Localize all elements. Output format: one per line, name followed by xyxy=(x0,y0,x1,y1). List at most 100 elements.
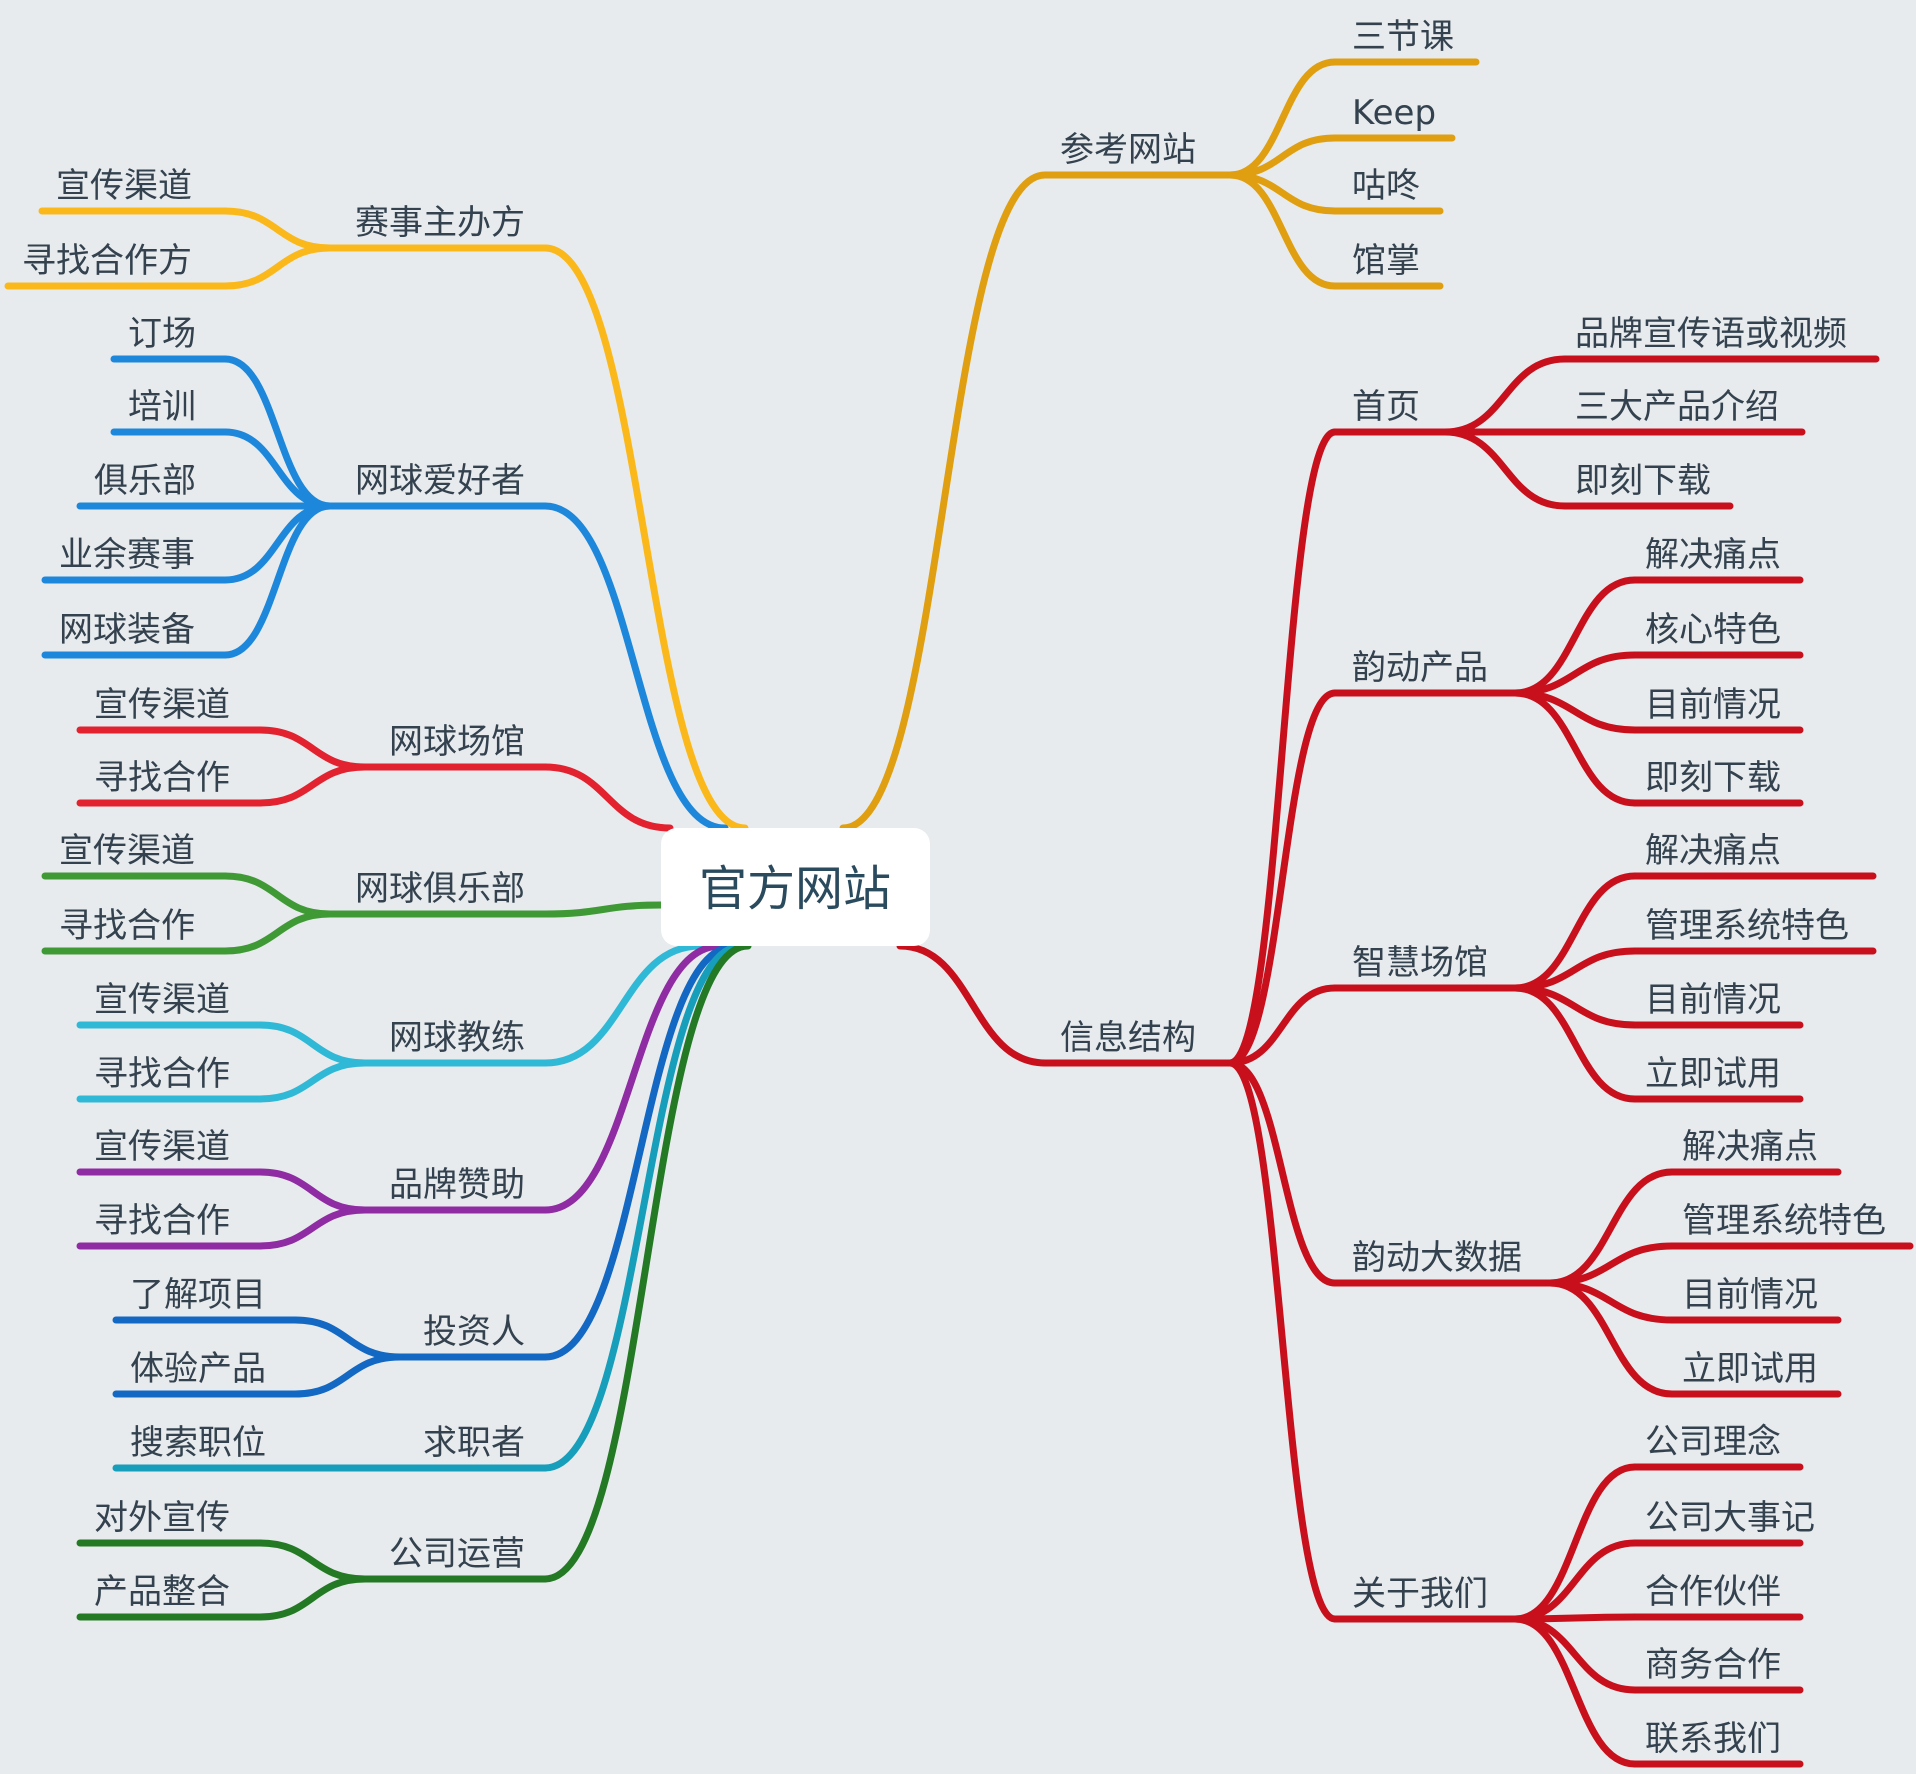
leaf-edge-left-4-0 xyxy=(256,1021,369,1067)
leaf-left-1-0[interactable]: 订场 xyxy=(128,314,196,354)
leaf-info-1-1[interactable]: 核心特色 xyxy=(1645,610,1781,650)
leaf-info-4-2[interactable]: 合作伙伴 xyxy=(1645,1572,1781,1612)
leaf-reference-3[interactable]: 馆掌 xyxy=(1352,241,1420,281)
branch-edge-left-4 xyxy=(541,942,704,1067)
leaf-left-5-0[interactable]: 宣传渠道 xyxy=(94,1127,230,1167)
leaf-left-1-4[interactable]: 网球装备 xyxy=(59,610,195,650)
leaf-edge-info-4-4 xyxy=(1511,1615,1639,1768)
branch-edge-left-5 xyxy=(541,942,724,1214)
branch-edge-left-2 xyxy=(541,763,674,832)
branch-left-7[interactable]: 求职者 xyxy=(423,1423,525,1463)
leaf-info-0-0[interactable]: 品牌宣传语或视频 xyxy=(1575,314,1847,354)
branch-left-8[interactable]: 公司运营 xyxy=(389,1534,525,1574)
branch-left-0[interactable]: 赛事主办方 xyxy=(355,203,525,243)
leaf-info-3-2[interactable]: 目前情况 xyxy=(1682,1275,1818,1315)
leaf-edge-info-3-3 xyxy=(1546,1279,1676,1398)
leaf-edge-left-3-0 xyxy=(221,872,334,918)
leaf-info-1-3[interactable]: 即刻下载 xyxy=(1645,758,1781,798)
leaf-left-4-1[interactable]: 寻找合作 xyxy=(94,1054,230,1094)
sub-edge-info-1 xyxy=(1226,689,1339,1067)
leaf-info-3-3[interactable]: 立即试用 xyxy=(1682,1349,1818,1389)
leaf-info-0-2[interactable]: 即刻下载 xyxy=(1575,461,1711,501)
leaf-edge-info-2-3 xyxy=(1511,984,1639,1103)
leaf-edge-info-1-3 xyxy=(1511,689,1639,807)
leaf-info-3-0[interactable]: 解决痛点 xyxy=(1682,1127,1818,1167)
sub-node-info-0[interactable]: 首页 xyxy=(1352,387,1420,427)
branch-edge-left-6 xyxy=(541,942,739,1361)
leaf-edge-left-6-1 xyxy=(291,1353,404,1398)
leaf-edge-left-0-1 xyxy=(221,244,334,290)
leaf-reference-1[interactable]: Keep xyxy=(1352,93,1436,133)
root-node[interactable]: 官方网站 xyxy=(661,828,930,946)
leaf-left-5-1[interactable]: 寻找合作 xyxy=(94,1201,230,1241)
branch-edge-left-7 xyxy=(541,942,746,1472)
branch-edge-left-3 xyxy=(541,901,665,918)
leaf-left-8-1[interactable]: 产品整合 xyxy=(94,1572,230,1612)
leaf-left-1-3[interactable]: 业余赛事 xyxy=(59,535,195,575)
branch-left-2[interactable]: 网球场馆 xyxy=(389,722,525,762)
leaf-left-1-2[interactable]: 俱乐部 xyxy=(94,461,196,501)
leaf-edge-reference-3 xyxy=(1226,171,1339,290)
leaf-left-3-0[interactable]: 宣传渠道 xyxy=(59,831,195,871)
branch-left-3[interactable]: 网球俱乐部 xyxy=(355,869,525,909)
sub-edge-info-2 xyxy=(1226,984,1339,1067)
branch-reference-sites[interactable]: 参考网站 xyxy=(1060,130,1196,170)
leaf-left-8-0[interactable]: 对外宣传 xyxy=(94,1498,230,1538)
branch-edge-left-8 xyxy=(541,942,752,1583)
leaf-edge-left-4-1 xyxy=(256,1059,369,1103)
leaf-info-0-1[interactable]: 三大产品介绍 xyxy=(1575,387,1779,427)
sub-edge-info-4 xyxy=(1226,1059,1339,1623)
leaf-left-3-1[interactable]: 寻找合作 xyxy=(59,906,195,946)
branch-edge-left-1 xyxy=(541,502,729,832)
leaf-left-4-0[interactable]: 宣传渠道 xyxy=(94,980,230,1020)
leaf-edge-left-0-0 xyxy=(221,207,334,252)
leaf-edge-info-0-2 xyxy=(1441,428,1569,510)
branch-edge-reference xyxy=(839,171,1049,832)
sub-node-info-4[interactable]: 关于我们 xyxy=(1352,1574,1488,1614)
branch-left-1[interactable]: 网球爱好者 xyxy=(355,461,525,501)
leaf-edge-left-8-1 xyxy=(256,1575,369,1621)
sub-node-info-1[interactable]: 韵动产品 xyxy=(1352,648,1488,688)
leaf-info-3-1[interactable]: 管理系统特色 xyxy=(1682,1201,1886,1241)
labels-layer: 参考网站三节课Keep咕咚馆掌信息结构首页品牌宣传语或视频三大产品介绍即刻下载韵… xyxy=(22,17,1886,1759)
leaf-reference-0[interactable]: 三节课 xyxy=(1352,17,1454,57)
leaf-edge-left-1-1 xyxy=(221,428,334,510)
branch-left-4[interactable]: 网球教练 xyxy=(389,1018,525,1058)
leaf-info-2-1[interactable]: 管理系统特色 xyxy=(1645,906,1849,946)
leaf-info-4-3[interactable]: 商务合作 xyxy=(1645,1645,1781,1685)
root-node-box xyxy=(661,828,930,946)
leaf-edge-left-8-0 xyxy=(256,1539,369,1583)
branch-left-6[interactable]: 投资人 xyxy=(423,1312,525,1352)
leaf-edge-left-3-1 xyxy=(221,910,334,955)
leaf-left-6-0[interactable]: 了解项目 xyxy=(130,1275,266,1315)
sub-node-info-2[interactable]: 智慧场馆 xyxy=(1352,943,1488,983)
leaf-edge-left-2-0 xyxy=(256,726,369,771)
edges-layer xyxy=(4,58,1914,1768)
leaf-reference-2[interactable]: 咕咚 xyxy=(1352,166,1420,206)
leaf-left-2-1[interactable]: 寻找合作 xyxy=(94,758,230,798)
leaf-left-7-0[interactable]: 搜索职位 xyxy=(130,1423,266,1463)
leaf-info-4-0[interactable]: 公司理念 xyxy=(1645,1422,1781,1462)
leaf-edge-left-5-0 xyxy=(256,1168,369,1214)
leaf-info-4-1[interactable]: 公司大事记 xyxy=(1645,1498,1815,1538)
leaf-left-0-1[interactable]: 寻找合作方 xyxy=(22,241,192,281)
leaf-info-2-3[interactable]: 立即试用 xyxy=(1645,1054,1781,1094)
leaf-left-0-0[interactable]: 宣传渠道 xyxy=(56,166,192,206)
leaf-edge-left-1-4 xyxy=(221,502,334,659)
sub-edge-info-3 xyxy=(1226,1059,1339,1287)
branch-edge-left-0 xyxy=(541,244,749,832)
leaf-info-2-2[interactable]: 目前情况 xyxy=(1645,980,1781,1020)
leaf-info-2-0[interactable]: 解决痛点 xyxy=(1645,831,1781,871)
branch-info-structure[interactable]: 信息结构 xyxy=(1060,1018,1196,1058)
leaf-left-6-1[interactable]: 体验产品 xyxy=(130,1349,266,1389)
leaf-left-2-0[interactable]: 宣传渠道 xyxy=(94,685,230,725)
leaf-edge-left-6-0 xyxy=(291,1316,404,1361)
leaf-info-1-2[interactable]: 目前情况 xyxy=(1645,685,1781,725)
branch-left-5[interactable]: 品牌赞助 xyxy=(389,1165,525,1205)
leaf-info-1-0[interactable]: 解决痛点 xyxy=(1645,535,1781,575)
sub-node-info-3[interactable]: 韵动大数据 xyxy=(1352,1238,1522,1278)
leaf-edge-info-4-1 xyxy=(1511,1539,1639,1623)
leaf-info-4-4[interactable]: 联系我们 xyxy=(1645,1719,1781,1759)
leaf-edge-left-1-3 xyxy=(221,502,334,584)
leaf-left-1-1[interactable]: 培训 xyxy=(128,387,196,427)
